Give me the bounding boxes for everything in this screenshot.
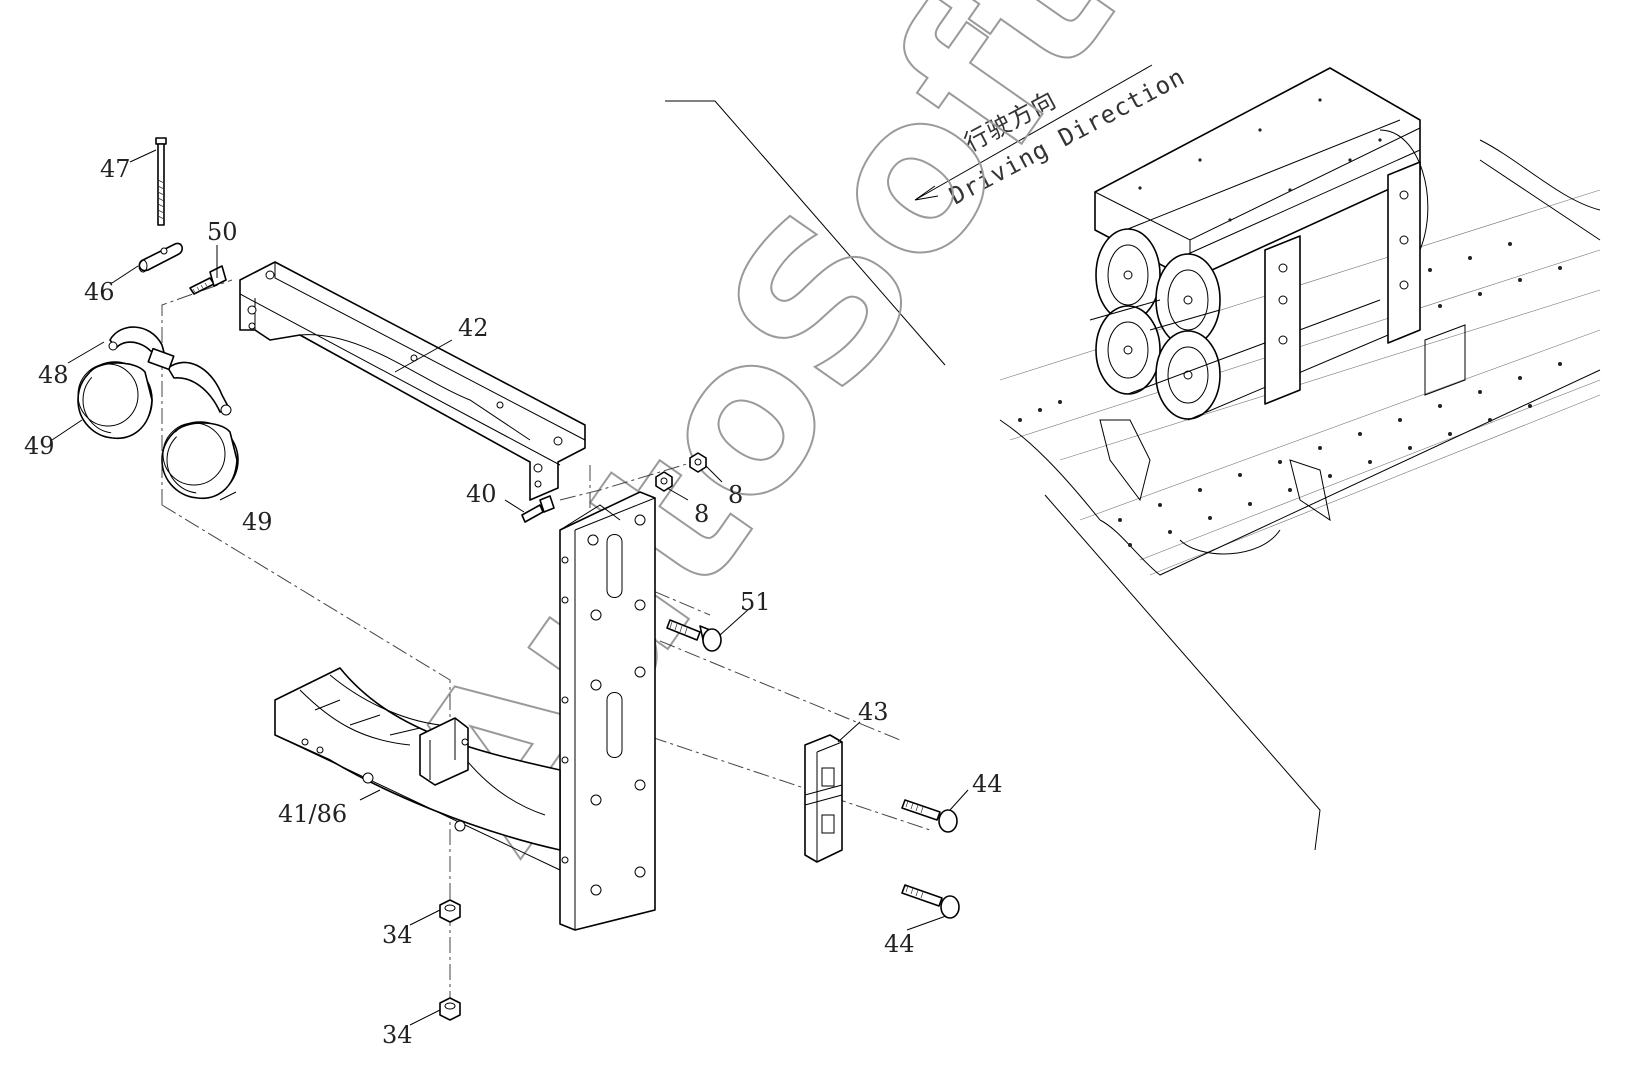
rubber-ring-49-left — [77, 361, 153, 440]
callout-8-b: 8 — [728, 481, 743, 509]
main-bracket-41-86 — [274, 491, 656, 931]
flange-bolt-44-lower — [901, 884, 960, 919]
callout-44-lower: 44 — [884, 930, 915, 958]
callout-40: 40 — [466, 480, 497, 508]
vehicle-frame-inset — [665, 67, 1601, 851]
nut-8-a — [655, 471, 673, 492]
clamp-block-43 — [804, 734, 843, 863]
clamp-strap-48 — [108, 326, 232, 416]
flange-bolt-51 — [666, 619, 722, 652]
cross-bracket-42 — [239, 261, 586, 501]
callout-47: 47 — [100, 155, 131, 183]
callout-leaders — [51, 149, 969, 1026]
callout-34-upper: 34 — [382, 921, 413, 949]
nut-34-upper — [439, 899, 461, 923]
callout-43: 43 — [858, 698, 889, 726]
bolt-50 — [189, 265, 227, 295]
nut-8-b — [689, 452, 707, 473]
callout-42: 42 — [458, 314, 489, 342]
callout-44-upper: 44 — [972, 770, 1003, 798]
direction-arrow — [914, 64, 1153, 201]
callout-51: 51 — [740, 588, 771, 616]
callout-41-86: 41/86 — [278, 800, 347, 828]
callout-49-left: 49 — [24, 432, 55, 460]
bolt-40 — [521, 495, 555, 523]
nut-34-lower — [439, 997, 461, 1021]
callout-34-lower: 34 — [382, 1021, 413, 1049]
bolt-47 — [155, 137, 167, 226]
callout-46: 46 — [84, 278, 115, 306]
flange-bolt-44-upper — [901, 799, 958, 833]
callout-8-a: 8 — [694, 500, 709, 528]
callout-50: 50 — [207, 218, 238, 246]
pin-46 — [138, 242, 184, 273]
callout-48: 48 — [38, 361, 69, 389]
callout-49-right: 49 — [242, 508, 273, 536]
callout-labels: 47 50 46 42 48 49 49 40 8 8 51 43 44 44 … — [24, 155, 1003, 1049]
rubber-ring-49-right — [161, 421, 239, 500]
